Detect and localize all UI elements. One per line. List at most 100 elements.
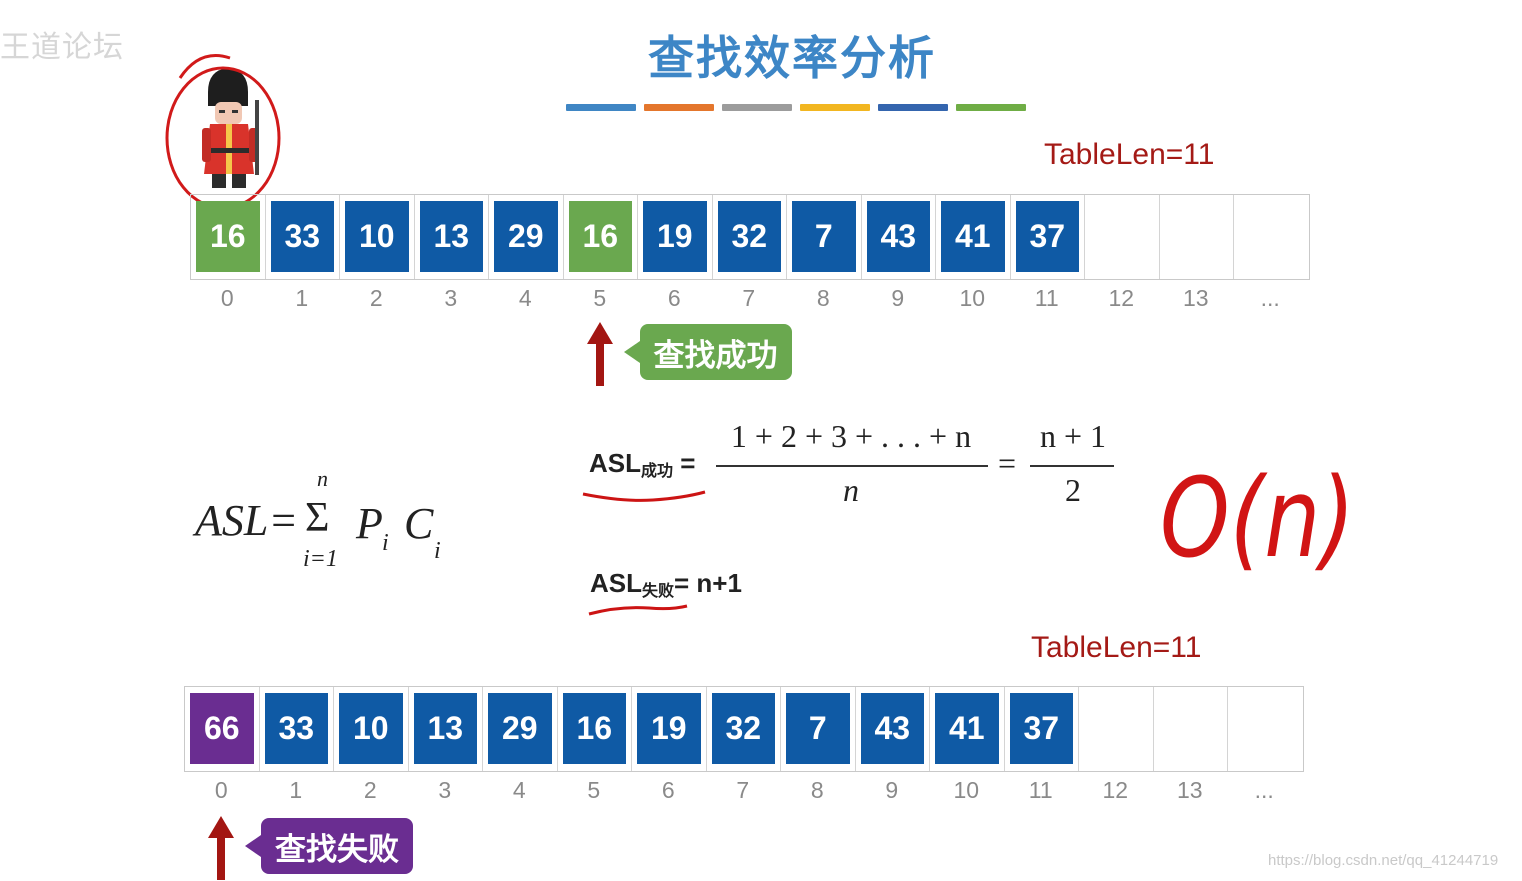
table-length-label: TableLen=11 [1044,138,1214,172]
array-value: 19 [637,693,701,764]
array-cell: 29 [489,195,564,279]
asl-text: ASL [590,568,642,598]
equals-sign: = [998,445,1016,482]
compare-count-term: C [404,498,433,549]
strip-segment [722,104,792,111]
array-cell: 37 [1011,195,1086,279]
index-label: 6 [631,777,706,804]
index-label: 13 [1159,285,1234,312]
strip-segment [800,104,870,111]
strip-segment [878,104,948,111]
watermark-bottom: https://blog.csdn.net/qq_41244719 [1268,852,1498,869]
array-cell: 13 [409,687,484,771]
sigma-symbol: Σ [305,494,329,542]
guard-figure [202,68,259,188]
asl-fail-value: = n+1 [674,568,742,598]
index-label: 9 [855,777,930,804]
array-cell: 32 [707,687,782,771]
index-label: 0 [184,777,259,804]
pointer-arrow-icon [585,322,615,386]
arrow-shape [587,322,613,386]
array-cell [1228,687,1303,771]
array-value: 13 [420,201,484,272]
status-tag-success: 查找成功 [640,324,792,380]
array-cell: 7 [781,687,856,771]
status-tag-fail: 查找失败 [261,818,413,874]
array-value: 16 [569,201,633,272]
array-value: 37 [1016,201,1080,272]
strip-segment [644,104,714,111]
array-value: 41 [935,693,999,764]
strip-segment [956,104,1026,111]
index-label: 6 [637,285,712,312]
array-value: 7 [786,693,850,764]
array-cell: 29 [483,687,558,771]
array-value: 16 [563,693,627,764]
asl-success-numerator: 1 + 2 + 3 + . . . + n [716,418,986,455]
index-label: 3 [408,777,483,804]
asl-success-subscript: 成功 [641,461,673,480]
index-label: 13 [1153,777,1228,804]
array-cell: 32 [713,195,788,279]
probability-term: P [356,498,383,549]
array-cell [1085,195,1160,279]
array-value: 43 [867,201,931,272]
array-cell: 41 [930,687,1005,771]
array-value: 13 [414,693,478,764]
index-label: 0 [190,285,265,312]
pointer-arrow-icon [206,816,236,880]
index-label: 2 [339,285,414,312]
table-length-label: TableLen=11 [1031,631,1201,665]
index-label: 2 [333,777,408,804]
array-cell [1079,687,1154,771]
array-cell [1154,687,1229,771]
array-cell: 16 [558,687,633,771]
array-value: 33 [265,693,329,764]
array-cell: 37 [1005,687,1080,771]
index-label: 9 [861,285,936,312]
index-label: 5 [557,777,632,804]
complexity-annotation: O(n) [1160,456,1365,581]
array-value: 37 [1010,693,1074,764]
array-cell: 43 [862,195,937,279]
array-value: 10 [339,693,403,764]
index-label: ... [1227,777,1302,804]
index-label: 5 [563,285,638,312]
index-label: 10 [935,285,1010,312]
index-label: ... [1233,285,1308,312]
asl-fail-subscript: 失败 [642,581,674,600]
index-label: 12 [1078,777,1153,804]
array-cell: 10 [340,195,415,279]
array-search-success: 16331013291619327434137 [190,194,1310,280]
sigma-upper-bound: n [317,466,328,492]
array-cell: 66 [185,687,260,771]
array-cell: 19 [632,687,707,771]
array-value: 19 [643,201,707,272]
array-cell: 41 [936,195,1011,279]
array-value: 10 [345,201,409,272]
strip-segment [566,104,636,111]
array-cell: 7 [787,195,862,279]
array-cell [1234,195,1309,279]
asl-general-lhs: ASL= [195,495,298,546]
fraction-bar [716,465,988,467]
array-cell: 16 [191,195,266,279]
underline-stroke [583,492,705,500]
array-value: 33 [271,201,335,272]
index-label: 1 [259,777,334,804]
index-label: 10 [929,777,1004,804]
index-label: 8 [780,777,855,804]
guard-sentinel-icon [160,30,290,210]
fraction-bar [1030,465,1114,467]
asl-success-label: ASL成功 = [589,448,695,481]
index-label: 12 [1084,285,1159,312]
underline-stroke [589,606,687,614]
arrow-shape [208,816,234,880]
equals-sign: = [680,448,695,478]
asl-success-denominator-2: 2 [1030,472,1116,509]
complexity-text: O(n) [1160,456,1355,581]
handwritten-underline [585,600,695,622]
array-value: 32 [712,693,776,764]
